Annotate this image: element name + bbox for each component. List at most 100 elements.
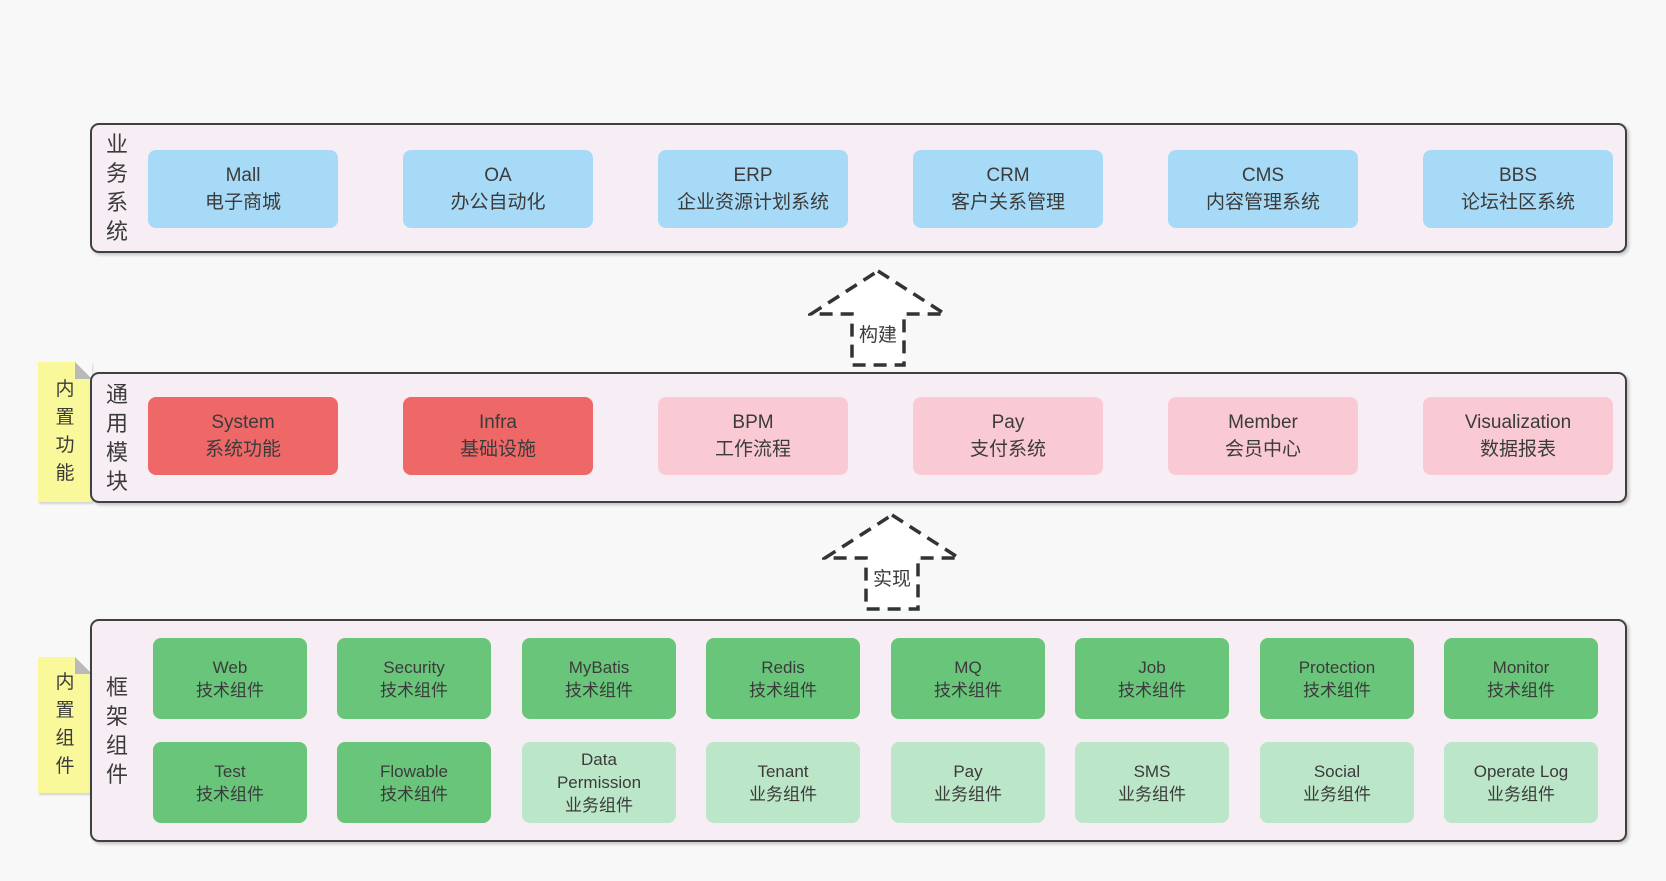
node-sms: SMS 业务组件 bbox=[1075, 742, 1229, 823]
up-arrow-icon bbox=[822, 512, 962, 611]
node-title: BBS bbox=[1498, 165, 1538, 186]
node-title: BPM bbox=[732, 412, 774, 433]
node-title: Visualization bbox=[1464, 412, 1572, 433]
node-mq: MQ 技术组件 bbox=[891, 638, 1045, 719]
node-operate-log: Operate Log 业务组件 bbox=[1444, 742, 1598, 823]
node-subtitle: 业务组件 bbox=[1487, 784, 1555, 804]
node-title: OA bbox=[484, 165, 512, 186]
node-mybatis: MyBatis 技术组件 bbox=[522, 638, 676, 719]
node-subtitle: 论坛社区系统 bbox=[1460, 192, 1575, 213]
node-title: Web bbox=[212, 657, 248, 677]
node-subtitle: 系统功能 bbox=[204, 439, 281, 460]
node-subtitle: 内容管理系统 bbox=[1205, 192, 1320, 213]
node-subtitle: 技术组件 bbox=[1487, 680, 1555, 700]
node-title: MQ bbox=[954, 657, 982, 677]
node-title: Tenant bbox=[757, 761, 809, 781]
node-subtitle: 技术组件 bbox=[196, 680, 264, 700]
layer-label-business: 业务系统 bbox=[105, 132, 128, 244]
node-security: Security 技术组件 bbox=[337, 638, 491, 719]
layer-business-systems: 业务系统 Mall 电子商城 OA 办公自动化 ERP 企业资源计划系统 CRM… bbox=[90, 123, 1627, 253]
node-subtitle: 业务组件 bbox=[565, 796, 633, 815]
node-title: Protection bbox=[1298, 657, 1376, 677]
node-erp: ERP 企业资源计划系统 bbox=[658, 150, 848, 228]
up-arrow-icon bbox=[808, 268, 948, 367]
node-subtitle: 企业资源计划系统 bbox=[676, 192, 829, 213]
node-tenant: Tenant 业务组件 bbox=[706, 742, 860, 823]
node-title: Infra bbox=[478, 412, 518, 433]
node-title: SMS bbox=[1133, 761, 1171, 781]
node-pay: Pay 支付系统 bbox=[913, 397, 1103, 475]
node-oa: OA 办公自动化 bbox=[403, 150, 593, 228]
arrow-implement-label: 实现 bbox=[870, 564, 914, 591]
node-title: Member bbox=[1228, 412, 1298, 433]
node-subtitle: 技术组件 bbox=[380, 784, 448, 804]
node-monitor: Monitor 技术组件 bbox=[1444, 638, 1598, 719]
node-title: Security bbox=[383, 657, 445, 677]
node-subtitle: 技术组件 bbox=[1303, 680, 1371, 700]
node-mall: Mall 电子商城 bbox=[148, 150, 338, 228]
node-visualization: Visualization 数据报表 bbox=[1423, 397, 1613, 475]
node-title: System bbox=[211, 412, 275, 433]
node-bpm: BPM 工作流程 bbox=[658, 397, 848, 475]
node-subtitle: 业务组件 bbox=[1303, 784, 1371, 804]
node-web: Web 技术组件 bbox=[153, 638, 307, 719]
layer-label-modules: 通用模块 bbox=[105, 381, 128, 494]
node-data-permission: Data Permission 业务组件 bbox=[522, 742, 676, 823]
node-subtitle: 业务组件 bbox=[1118, 784, 1186, 804]
node-title: Pay bbox=[991, 412, 1025, 433]
layer-framework-components: 框架组件 Web 技术组件 Security 技术组件 MyBatis 技术组件… bbox=[90, 619, 1627, 842]
node-title: Data Permission bbox=[556, 750, 642, 792]
node-pay-component: Pay 业务组件 bbox=[891, 742, 1045, 823]
sticky-label: 内置功能 bbox=[55, 379, 75, 484]
node-title: Social bbox=[1313, 761, 1361, 781]
folded-corner-icon bbox=[75, 657, 92, 674]
node-crm: CRM 客户关系管理 bbox=[913, 150, 1103, 228]
node-title: Job bbox=[1138, 657, 1166, 677]
arrow-build: 构建 bbox=[808, 268, 948, 368]
node-title: Test bbox=[214, 761, 246, 781]
node-subtitle: 技术组件 bbox=[1118, 680, 1186, 700]
node-subtitle: 技术组件 bbox=[196, 784, 264, 804]
node-subtitle: 业务组件 bbox=[934, 784, 1002, 804]
node-subtitle: 业务组件 bbox=[749, 784, 817, 804]
node-member: Member 会员中心 bbox=[1168, 397, 1358, 475]
layer-common-modules: 通用模块 System 系统功能 Infra 基础设施 BPM 工作流程 Pay… bbox=[90, 372, 1627, 503]
node-subtitle: 数据报表 bbox=[1479, 439, 1556, 460]
node-subtitle: 工作流程 bbox=[714, 439, 791, 460]
node-cms: CMS 内容管理系统 bbox=[1168, 150, 1358, 228]
node-title: Pay bbox=[953, 761, 983, 781]
folded-corner-icon bbox=[75, 362, 92, 379]
node-title: CRM bbox=[986, 165, 1030, 186]
node-title: Operate Log bbox=[1473, 761, 1569, 781]
arrow-build-label: 构建 bbox=[856, 320, 900, 347]
sticky-label: 内置组件 bbox=[55, 672, 75, 777]
node-bbs: BBS 论坛社区系统 bbox=[1423, 150, 1613, 228]
layer-label-framework: 框架组件 bbox=[105, 674, 128, 787]
node-social: Social 业务组件 bbox=[1260, 742, 1414, 823]
node-subtitle: 客户关系管理 bbox=[950, 192, 1065, 213]
node-subtitle: 技术组件 bbox=[749, 680, 817, 700]
node-subtitle: 技术组件 bbox=[565, 680, 633, 700]
node-infra: Infra 基础设施 bbox=[403, 397, 593, 475]
node-title: ERP bbox=[733, 165, 773, 186]
node-redis: Redis 技术组件 bbox=[706, 638, 860, 719]
node-subtitle: 支付系统 bbox=[969, 439, 1046, 460]
node-subtitle: 技术组件 bbox=[380, 680, 448, 700]
node-title: CMS bbox=[1241, 165, 1285, 186]
node-title: MyBatis bbox=[568, 657, 630, 677]
sticky-note-built-in-features: 内置功能 bbox=[38, 362, 92, 502]
node-subtitle: 基础设施 bbox=[459, 439, 536, 460]
sticky-note-built-in-components: 内置组件 bbox=[38, 657, 92, 793]
node-job: Job 技术组件 bbox=[1075, 638, 1229, 719]
node-system: System 系统功能 bbox=[148, 397, 338, 475]
node-protection: Protection 技术组件 bbox=[1260, 638, 1414, 719]
node-title: Redis bbox=[761, 657, 805, 677]
node-title: Mall bbox=[225, 165, 261, 186]
node-flowable: Flowable 技术组件 bbox=[337, 742, 491, 823]
node-subtitle: 电子商城 bbox=[204, 192, 281, 213]
node-test: Test 技术组件 bbox=[153, 742, 307, 823]
node-title: Monitor bbox=[1492, 657, 1550, 677]
node-subtitle: 会员中心 bbox=[1224, 439, 1301, 460]
arrow-implement: 实现 bbox=[822, 512, 962, 612]
